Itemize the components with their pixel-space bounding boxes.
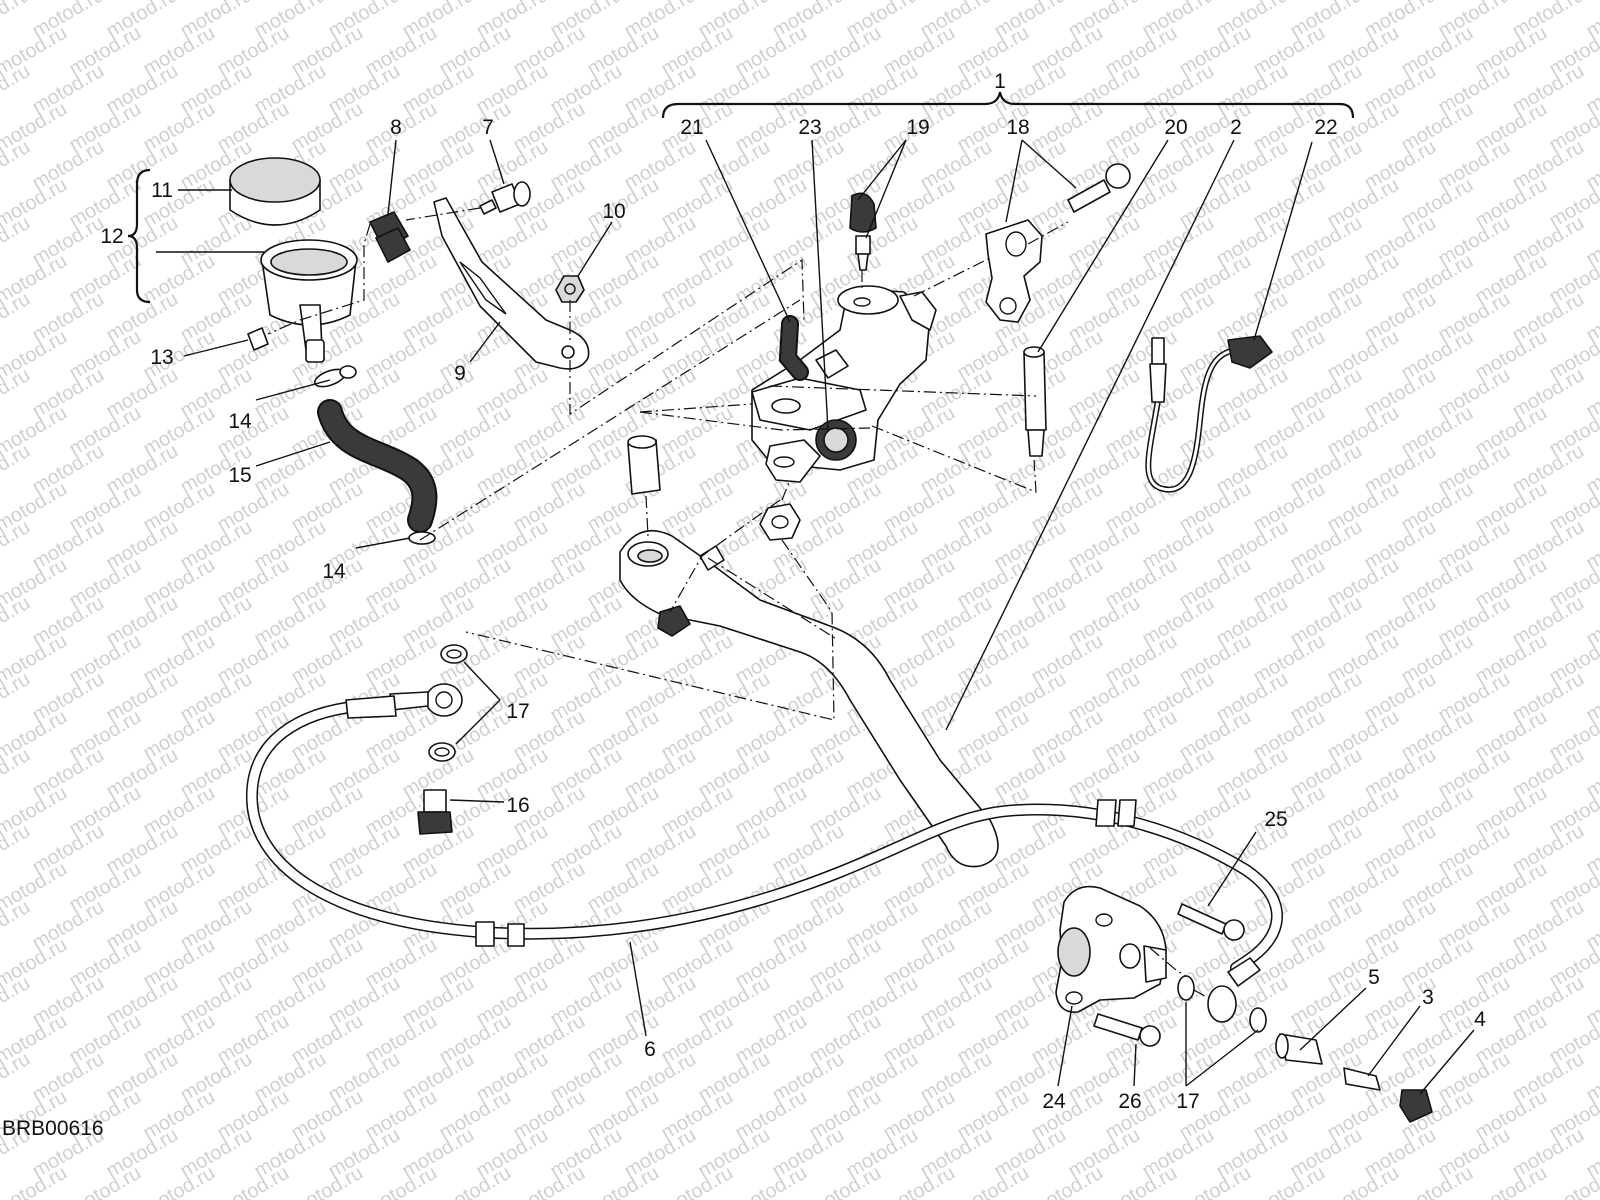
callout-25: 25 [1264, 808, 1287, 831]
callout-20: 20 [1164, 116, 1187, 139]
callout-labels: 1 21 23 19 18 20 2 22 8 7 11 12 10 13 9 … [100, 70, 1486, 1113]
slave-screw-26 [1093, 1013, 1161, 1047]
banjo-fitting-upper [389, 683, 463, 717]
callout-10: 10 [602, 200, 625, 223]
elbow-fitting [778, 315, 809, 381]
assembly-lines [267, 207, 1209, 999]
callout-21: 21 [680, 116, 703, 139]
callout-17-upper: 17 [506, 700, 529, 723]
callout-3: 3 [1422, 986, 1434, 1009]
bleeder-cap [849, 192, 877, 233]
callout-8: 8 [390, 116, 402, 139]
callout-15: 15 [228, 464, 251, 487]
hose-clamp-lower [408, 531, 436, 545]
grommet [369, 211, 411, 263]
callout-26: 26 [1118, 1090, 1141, 1113]
reservoir-cap [229, 157, 321, 226]
callout-14-lower: 14 [322, 560, 346, 583]
brake-switch-cable [1145, 335, 1273, 493]
handlebar-clamp [985, 219, 1043, 323]
callout-6: 6 [644, 1038, 656, 1061]
bleeder-valve [855, 235, 871, 271]
slave-washer-2 [1249, 1007, 1267, 1033]
reservoir-hose [317, 399, 438, 533]
fluid-reservoir [260, 239, 358, 363]
callout-1: 1 [994, 70, 1006, 93]
slave-cylinder [1055, 885, 1167, 1013]
watermark-text: motod.ru [0, 0, 34, 42]
callout-22: 22 [1314, 116, 1337, 139]
callout-18: 18 [1006, 116, 1029, 139]
clutch-hose [245, 695, 1283, 974]
callout-5: 5 [1368, 966, 1380, 989]
callout-23: 23 [798, 116, 821, 139]
callout-16: 16 [506, 794, 529, 817]
lever-nut [759, 503, 801, 541]
diagram-code: BRB00616 [2, 1117, 104, 1140]
washer-13 [247, 327, 269, 351]
callout-17-lower: 17 [1176, 1090, 1199, 1113]
screw-7 [479, 181, 531, 215]
upper-washer [440, 644, 468, 664]
callout-14-upper: 14 [228, 410, 252, 433]
callout-11: 11 [151, 179, 173, 202]
callout-12: 12 [100, 225, 123, 248]
callout-9: 9 [454, 362, 466, 385]
bleed-cap [1399, 1089, 1433, 1123]
banjo-bolt [417, 789, 453, 835]
callout-4: 4 [1474, 1008, 1486, 1031]
bleed-screw [1343, 1067, 1381, 1091]
leader-lines [156, 139, 1475, 1095]
spacer [627, 435, 661, 495]
slave-washer-1 [1177, 975, 1195, 1001]
callout-24: 24 [1042, 1090, 1066, 1113]
callout-13: 13 [150, 346, 173, 369]
slave-banjo [1207, 957, 1261, 1023]
callout-2: 2 [1230, 116, 1242, 139]
master-cylinder-body [751, 285, 937, 483]
clamp-screw [1067, 163, 1131, 213]
lower-washer [428, 742, 456, 762]
pivot-pin [1023, 346, 1047, 457]
clutch-lever [619, 529, 999, 868]
group-12-brace [127, 168, 151, 304]
slave-screw-25 [1177, 903, 1245, 941]
callout-7: 7 [482, 116, 494, 139]
group-1-brace [661, 91, 1355, 119]
callout-19: 19 [906, 116, 929, 139]
